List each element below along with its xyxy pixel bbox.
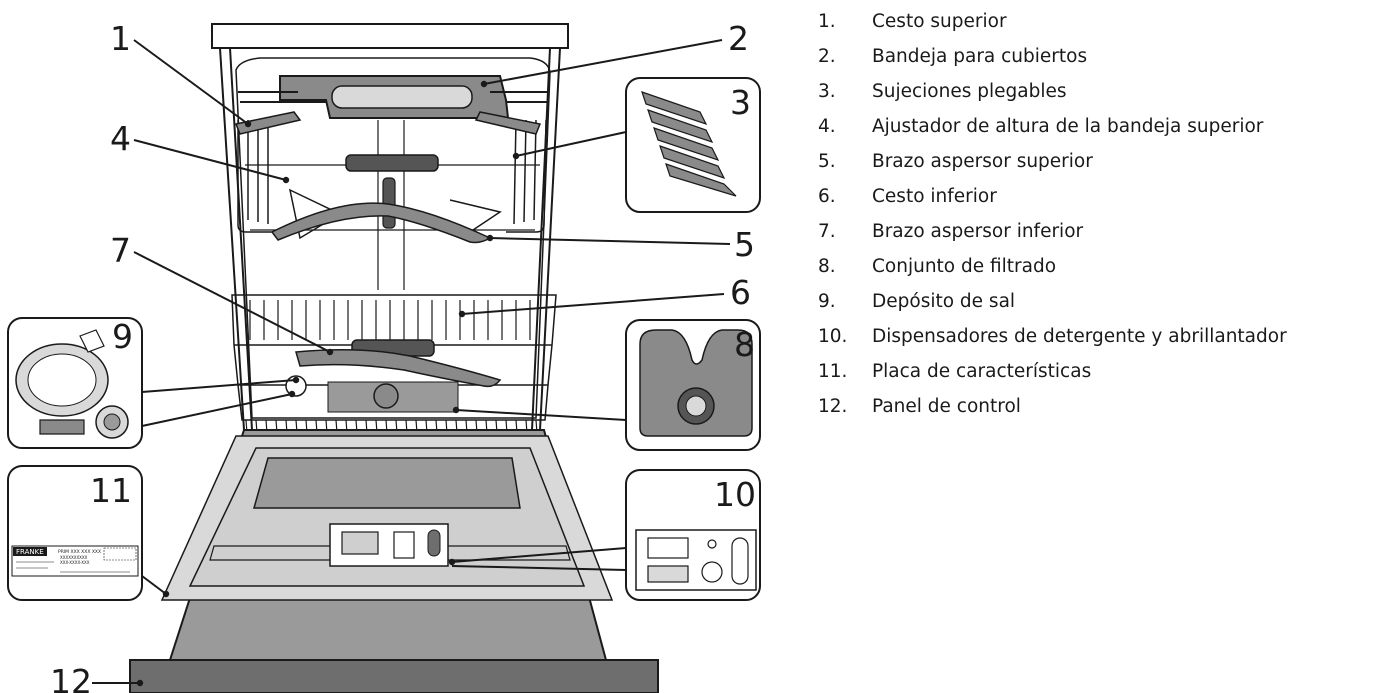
legend-number: 2. [818,46,836,67]
callout-11: 11 [90,471,132,510]
legend-item-2: 2. Bandeja para cubiertos [818,39,1287,74]
legend-item-6: 6. Cesto inferior [818,179,1287,214]
legend-number: 6. [818,186,836,207]
legend-number: 4. [818,116,836,137]
legend-number: 3. [818,81,836,102]
legend-label: Depósito de sal [872,291,1016,312]
legend-label: Conjunto de filtrado [872,256,1057,277]
callout-4: 4 [110,119,131,158]
parts-legend: 1. Cesto superior 2. Bandeja para cubierto… [818,4,1287,424]
legend-item-7: 7. Brazo aspersor inferior [818,214,1287,249]
callout-3: 3 [730,83,751,122]
legend-number: 1. [818,11,836,32]
lower-rack [231,294,557,447]
legend-label: Bandeja para cubiertos [872,46,1088,67]
rating-plate-code-1: XXXXXXXXXX [60,555,88,560]
legend-number: 9. [818,291,836,312]
legend-label: Cesto superior [872,11,1007,32]
legend-label: Placa de características [872,361,1092,382]
legend-label: Panel de control [872,396,1021,417]
inset-filter-assembly [625,319,761,451]
upper-spray-arm [270,154,492,244]
legend-item-1: 1. Cesto superior [818,4,1287,39]
legend-number: 11. [818,361,848,382]
callout-2: 2 [728,19,749,58]
rating-plate-model: PRIM XXX XXX XXX [58,549,101,555]
legend-label: Ajustador de altura de la bandeja superi… [872,116,1264,137]
legend-label: Brazo aspersor inferior [872,221,1084,242]
dishwasher-door [129,429,659,693]
legend-item-10: 10. Dispensadores de detergente y abrilla… [818,319,1287,354]
inset-dispensers [625,469,761,601]
callout-5: 5 [734,225,755,264]
callout-7: 7 [110,231,131,270]
legend-number: 10. [818,326,848,347]
legend-item-8: 8. Conjunto de filtrado [818,249,1287,284]
callout-numbers: 1 2 3 4 5 6 7 8 9 10 11 12 [50,19,756,693]
legend-label: Dispensadores de detergente y abrillanta… [872,326,1287,347]
callout-6: 6 [730,273,751,312]
legend-label: Cesto inferior [872,186,997,207]
callout-10: 10 [714,475,756,514]
legend-label: Brazo aspersor superior [872,151,1093,172]
rating-plate-brand: FRANKE [16,548,44,556]
leader-lines [92,39,731,687]
lower-spray-arm [285,339,502,413]
legend-number: 8. [818,256,836,277]
legend-item-4: 4. Ajustador de altura de la bandeja supe… [818,109,1287,144]
legend-number: 7. [818,221,836,242]
legend-number: 5. [818,151,836,172]
callout-12: 12 [50,662,92,693]
callout-9: 9 [112,317,133,356]
legend-number: 12. [818,396,848,417]
inset-folding-racks [625,77,761,213]
inset-rating-plate: FRANKE PRIM XXX XXX XXX XXXXXXXXXX XXX-X… [7,465,143,601]
legend-item-5: 5. Brazo aspersor superior [818,144,1287,179]
rating-plate-code-2: XXX-XXXX-XXX [60,560,90,565]
dishwasher-diagram: FRANKE PRIM XXX XXX XXX XXXXXXXXXX XXX-X… [7,19,761,693]
rack-height-adjusters [234,111,542,135]
inset-salt-reservoir [7,317,143,449]
legend-item-3: 3. Sujeciones plegables [818,74,1287,109]
legend-item-12: 12. Panel de control [818,389,1287,424]
legend-label: Sujeciones plegables [872,81,1067,102]
cutlery-tray [238,75,548,119]
legend-item-11: 11. Placa de características [818,354,1287,389]
callout-1: 1 [110,19,131,58]
callout-8: 8 [734,325,755,364]
legend-item-9: 9. Depósito de sal [818,284,1287,319]
upper-rack [237,119,547,240]
